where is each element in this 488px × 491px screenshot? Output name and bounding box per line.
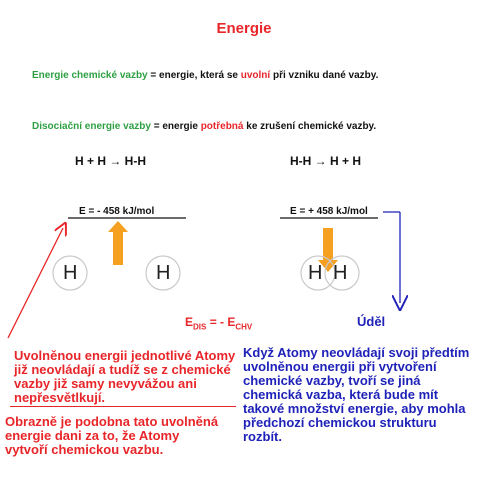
formation-energy-label: E = - 458 kJ/mol bbox=[79, 206, 155, 217]
definition-highlight: uvolní bbox=[240, 70, 271, 81]
red-underline bbox=[10, 406, 236, 407]
hydrogen-atom-left-1 bbox=[52, 255, 88, 291]
released-energy-paragraph: Uvolněnou energii jednotlivé Atomy již n… bbox=[14, 348, 236, 405]
definition-bond-energy: Energie chemické vazby = energie, která … bbox=[32, 70, 378, 81]
page-title: Energie bbox=[216, 20, 272, 37]
formula-subscript: CHV bbox=[235, 322, 253, 332]
energy-absorb-arrow-icon bbox=[318, 228, 338, 272]
atom-label: H bbox=[308, 262, 323, 284]
definition-term: Disociační energie vazby bbox=[32, 121, 151, 132]
dissociation-energy-label: E = + 458 kJ/mol bbox=[290, 206, 368, 217]
definition-text: při vzniku dané vazby. bbox=[270, 70, 379, 81]
definition-text: = energie, která se bbox=[147, 70, 241, 81]
energy-release-arrow-icon bbox=[108, 221, 128, 265]
energy-formula: EDIS = - ECHV bbox=[185, 315, 252, 331]
new-bond-paragraph: Když Atomy neovládají svoji předtím uvol… bbox=[243, 345, 470, 444]
dissociation-equation: H-H → H + H bbox=[290, 154, 362, 168]
formula-symbol: E bbox=[185, 315, 194, 329]
definition-text: = energie bbox=[150, 121, 201, 132]
atom-label: H bbox=[333, 262, 348, 284]
definition-text: ke zrušení chemické vazby. bbox=[243, 121, 377, 132]
definition-highlight: potřebná bbox=[200, 121, 244, 132]
definition-dissociation-energy: Disociační energie vazby = energie potře… bbox=[32, 121, 376, 132]
formula-symbol: = - E bbox=[206, 315, 236, 329]
formula-subscript: DIS bbox=[193, 322, 207, 332]
fate-label: Úděl bbox=[357, 314, 386, 329]
hydrogen-atom-right-1 bbox=[300, 255, 336, 291]
hydrogen-atom-left-2 bbox=[145, 255, 181, 291]
atom-label: H bbox=[63, 262, 78, 284]
definition-term: Energie chemické vazby bbox=[32, 70, 148, 81]
tax-analogy-paragraph: Obrazně je podobna tato uvolněná energie… bbox=[5, 414, 219, 457]
red-upward-arrow bbox=[7, 228, 63, 339]
formation-equation: H + H → H-H bbox=[75, 154, 147, 168]
hydrogen-atom-right-2 bbox=[324, 255, 360, 291]
atom-label: H bbox=[156, 262, 171, 284]
